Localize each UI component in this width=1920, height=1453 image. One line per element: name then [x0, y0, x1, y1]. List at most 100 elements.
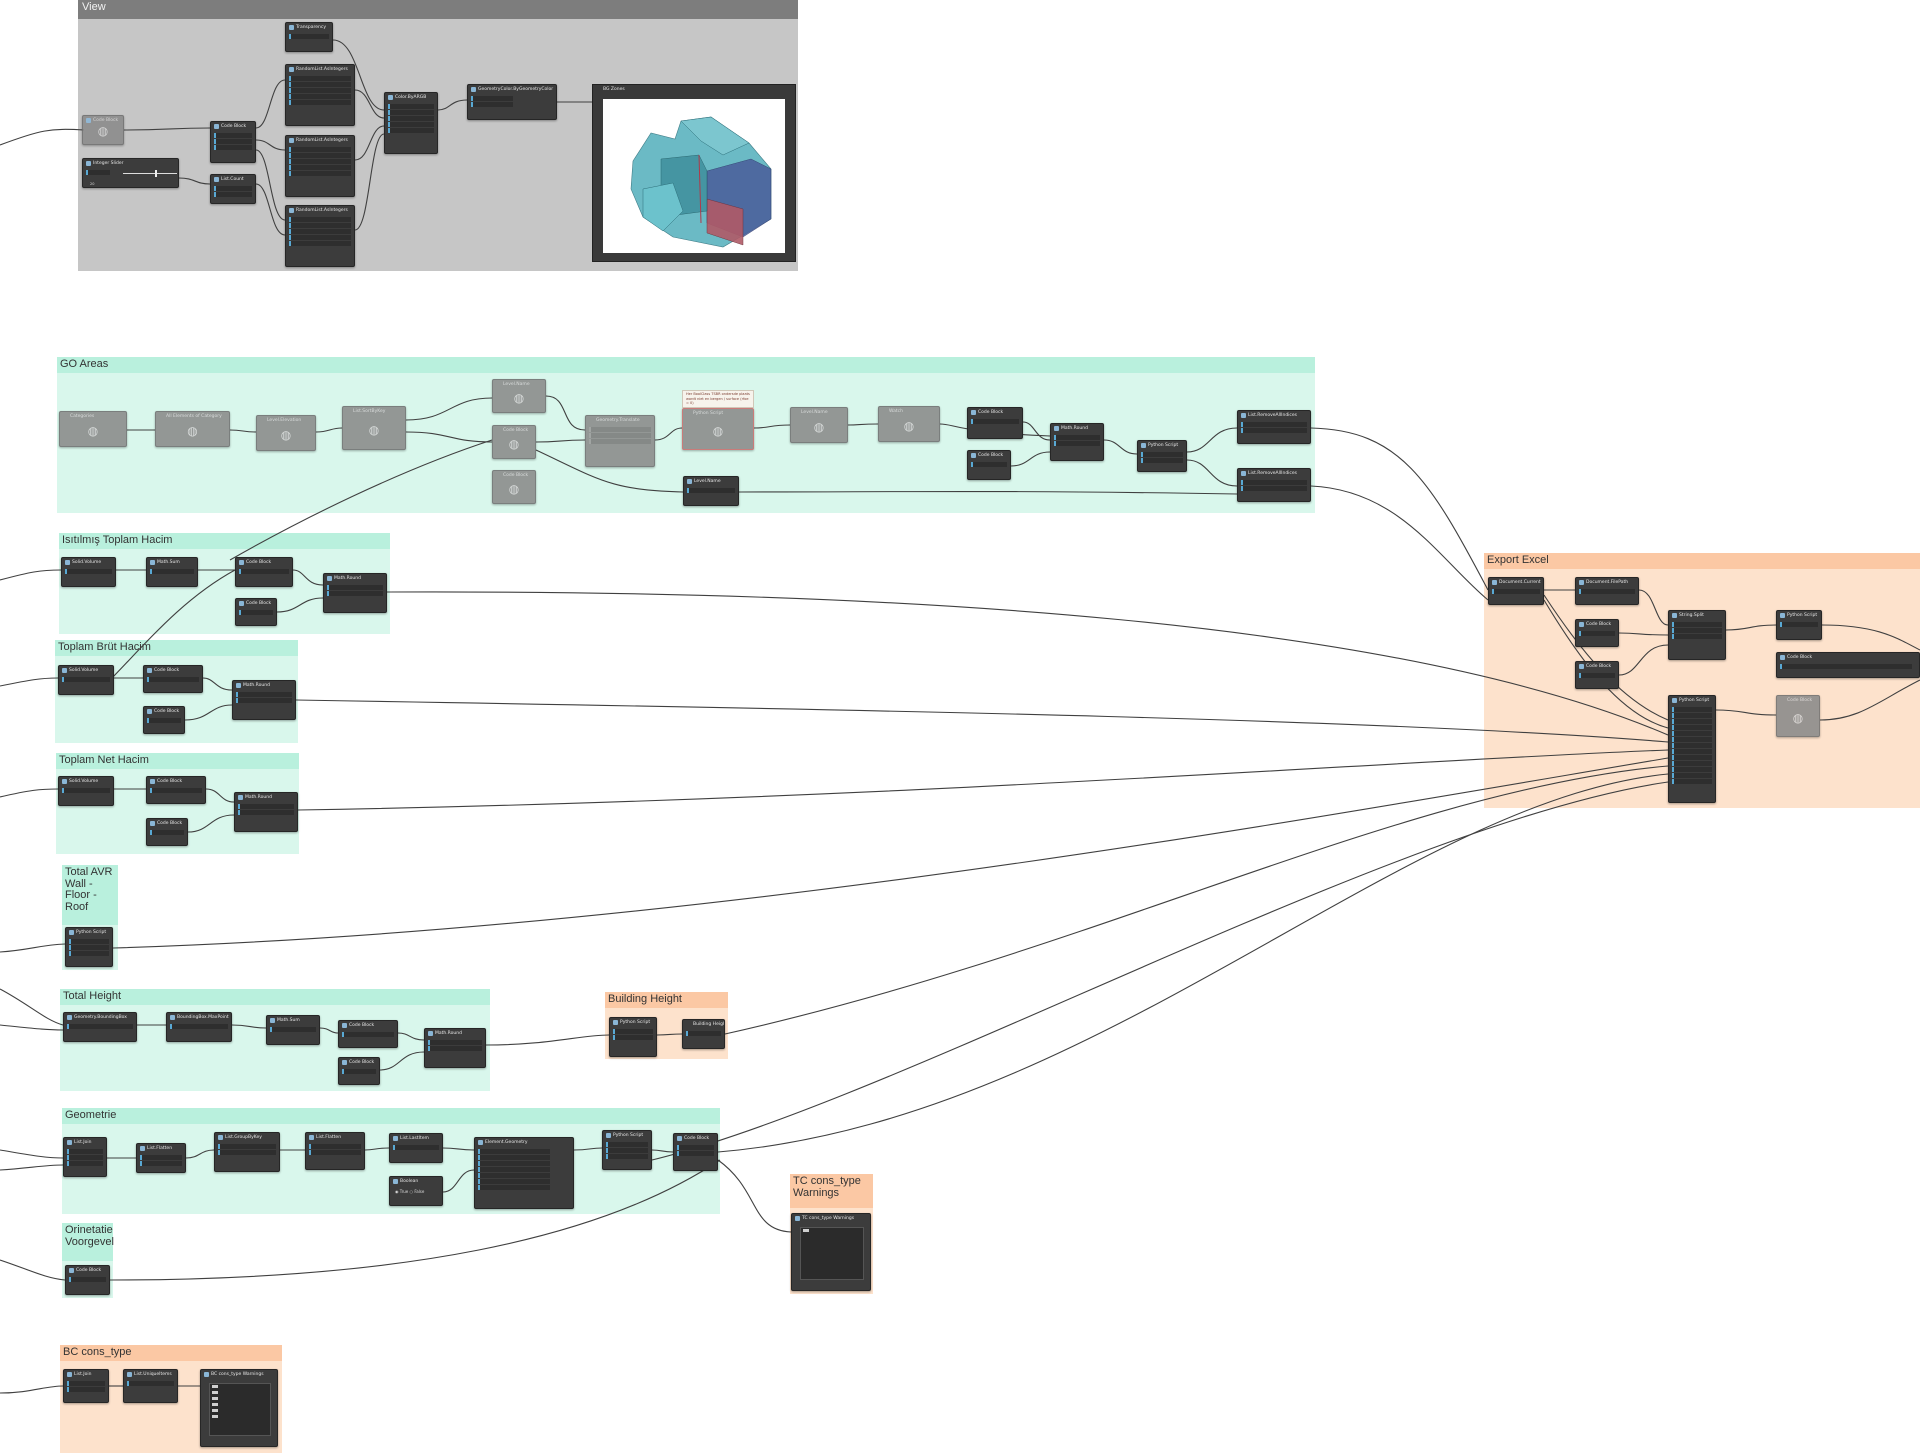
watch-output-list[interactable] [800, 1227, 864, 1280]
node-code-block-go-a[interactable]: Code Block [967, 407, 1023, 439]
group-height-header[interactable]: Total Height [60, 989, 490, 1005]
node-code-block-brut-b[interactable]: Code Block [143, 706, 185, 734]
node-python-export-top[interactable]: Python Script [1776, 610, 1822, 640]
node-bg-zones-watch3d[interactable]: BG Zones [592, 84, 796, 262]
group-avr-header[interactable]: Total AVR Wall - Floor - Roof [62, 865, 118, 925]
node-document-current[interactable]: Document.Current [1488, 577, 1544, 605]
node-math-sum-height[interactable]: Math.Sum [266, 1015, 320, 1045]
node-level-name-right[interactable]: Level.Name ◍ [790, 407, 848, 443]
group-orientatie-header[interactable]: Orinetatie Voorgevel [62, 1223, 114, 1261]
node-list-count[interactable]: List.Count [210, 174, 256, 204]
node-list-join-geo[interactable]: List.Join [63, 1137, 107, 1177]
slider-track[interactable] [123, 173, 177, 174]
node-bc-watch[interactable]: BC cons_type Warnings [200, 1369, 278, 1447]
node-code-block-frozen[interactable]: Code Block ◍ [82, 115, 124, 145]
node-watch-frozen[interactable]: Watch ◍ [878, 406, 940, 442]
node-python-building-height[interactable]: Python Script [609, 1017, 657, 1057]
node-solid-volume-isi[interactable]: Solid.Volume [61, 557, 116, 587]
node-random-ints-3[interactable]: RandomList.AsIntegers [285, 205, 355, 267]
node-math-round-isi[interactable]: Math.Round [323, 573, 387, 613]
group-brut-header[interactable]: Toplam Brüt Hacim [55, 640, 298, 656]
list-icon [67, 1372, 72, 1377]
node-list-groupbykey[interactable]: List.GroupByKey [214, 1132, 280, 1172]
node-code-block-go-b[interactable]: Code Block [967, 450, 1011, 480]
node-transparency[interactable]: Transparency [285, 22, 333, 52]
node-integer-slider[interactable]: Integer Slider 20 [82, 158, 179, 188]
node-code-block-net-b[interactable]: Code Block [146, 818, 188, 846]
group-geometrie-header[interactable]: Geometrie [62, 1108, 720, 1124]
node-list-lastitem[interactable]: List.LastItem [389, 1133, 443, 1163]
node-element-geometry[interactable]: Element.Geometry [474, 1137, 574, 1209]
node-tc-watch[interactable]: TC cons_type Warnings [791, 1213, 871, 1291]
node-list-remove-1[interactable]: List.RemoveAllIndices [1237, 410, 1311, 444]
node-python-frozen[interactable]: Python Script ◍ [682, 408, 754, 450]
node-python-avr[interactable]: Python Script [65, 927, 113, 967]
group-view-header[interactable]: View [78, 0, 798, 19]
slider-thumb[interactable] [155, 170, 157, 177]
node-color-argb[interactable]: Color.ByARGB [384, 92, 438, 154]
node-list-unique[interactable]: List.UniqueItems [123, 1369, 178, 1403]
group-go-areas-header[interactable]: GO Areas [57, 357, 1315, 373]
node-level-name-top[interactable]: Level.Name ◍ [492, 379, 546, 413]
group-title: Isıtılmış Toplam Hacim [62, 534, 173, 546]
group-bc-cons-header[interactable]: BC cons_type [60, 1345, 282, 1361]
node-geometry-color[interactable]: GeometryColor.ByGeometryColor [467, 84, 557, 120]
node-code-block-export-frozen[interactable]: Code Block ◍ [1776, 695, 1820, 737]
radio-false[interactable]: ○ False [409, 1189, 425, 1194]
node-math-sum-isi[interactable]: Math.Sum [146, 557, 198, 587]
node-code-block-isi-a[interactable]: Code Block [235, 557, 293, 587]
node-solid-volume-brut[interactable]: Solid.Volume [58, 665, 114, 695]
node-python-go[interactable]: Python Script [1137, 440, 1187, 472]
node-categories[interactable]: Categories ◍ [59, 411, 127, 447]
node-code-block-height-b[interactable]: Code Block [338, 1057, 380, 1085]
radio-true[interactable]: ◉ True [395, 1189, 409, 1194]
node-random-ints-1[interactable]: RandomList.AsIntegers [285, 64, 355, 126]
node-document-filepath[interactable]: Document.FilePath [1575, 577, 1639, 605]
node-code-block-orientatie[interactable]: Code Block [65, 1265, 110, 1295]
node-list-sortbykey[interactable]: List.SortByKey ◍ [342, 406, 406, 450]
group-export-excel-header[interactable]: Export Excel [1484, 553, 1920, 569]
boolean-options[interactable]: ◉ True ○ False [390, 1187, 442, 1196]
node-list-remove-2[interactable]: List.RemoveAllIndices [1237, 468, 1311, 502]
node-python-export-main[interactable]: Python Script [1668, 695, 1716, 803]
node-math-round-go[interactable]: Math.Round [1050, 423, 1104, 461]
node-code-block-go-bottom[interactable]: Code Block ◍ [492, 470, 536, 504]
node-level-name-go[interactable]: Level.Name [683, 476, 739, 506]
node-boolean[interactable]: Boolean ◉ True ○ False [389, 1176, 443, 1206]
group-tc-warnings-header[interactable]: TC cons_type Warnings [790, 1174, 873, 1208]
watch-output-list[interactable] [209, 1383, 271, 1436]
node-bbox-maxpoint[interactable]: BoundingBox.MaxPoint [166, 1012, 232, 1042]
node-list-flatten[interactable]: List.Flatten [136, 1143, 186, 1173]
group-net-header[interactable]: Toplam Net Hacim [56, 753, 299, 769]
node-code-block-view[interactable]: Code Block [210, 121, 256, 163]
node-code-block-geo[interactable]: Code Block [673, 1133, 718, 1171]
node-math-round-brut[interactable]: Math.Round [232, 680, 296, 720]
node-python-geo[interactable]: Python Script [602, 1130, 652, 1170]
node-random-ints-2[interactable]: RandomList.AsIntegers [285, 135, 355, 197]
node-math-round-net[interactable]: Math.Round [234, 792, 298, 832]
group-isitilmis-header[interactable]: Isıtılmış Toplam Hacim [59, 533, 390, 549]
node-list-join-bc[interactable]: List.Join [63, 1369, 109, 1403]
node-code-block-isi-b[interactable]: Code Block [235, 598, 277, 626]
slider-value-box[interactable]: 20 [86, 170, 110, 186]
node-list-flatten-2[interactable]: List.Flatten [305, 1132, 365, 1170]
node-string-split[interactable]: String.Split [1668, 610, 1726, 660]
node-all-elements[interactable]: All Elements of Category ◍ [155, 411, 230, 447]
node-building-height-watch[interactable]: Building Height [682, 1019, 725, 1049]
node-math-round-height[interactable]: Math.Round [424, 1028, 486, 1068]
node-solid-volume-net[interactable]: Solid.Volume [58, 776, 114, 806]
node-code-block-export-wide[interactable]: Code Block [1776, 652, 1920, 678]
node-geometry-bbox[interactable]: Geometry.BoundingBox [63, 1012, 137, 1042]
node-level-elevation[interactable]: Level.Elevation ◍ [256, 415, 316, 451]
node-code-block-net-a[interactable]: Code Block [146, 776, 206, 804]
node-code-block-go-mid[interactable]: Code Block ◍ [492, 425, 536, 459]
node-code-block-height-a[interactable]: Code Block [338, 1020, 398, 1048]
group-building-height-header[interactable]: Building Height [605, 992, 728, 1008]
slider-icon [289, 25, 294, 30]
node-code-block-export-a[interactable]: Code Block [1575, 619, 1619, 647]
3d-viewport[interactable] [603, 99, 785, 253]
node-code-block-export-b[interactable]: Code Block [1575, 661, 1619, 689]
node-code-block-brut-a[interactable]: Code Block [143, 665, 203, 693]
node-geometry-translate[interactable]: Geometry.Translate [585, 415, 655, 467]
